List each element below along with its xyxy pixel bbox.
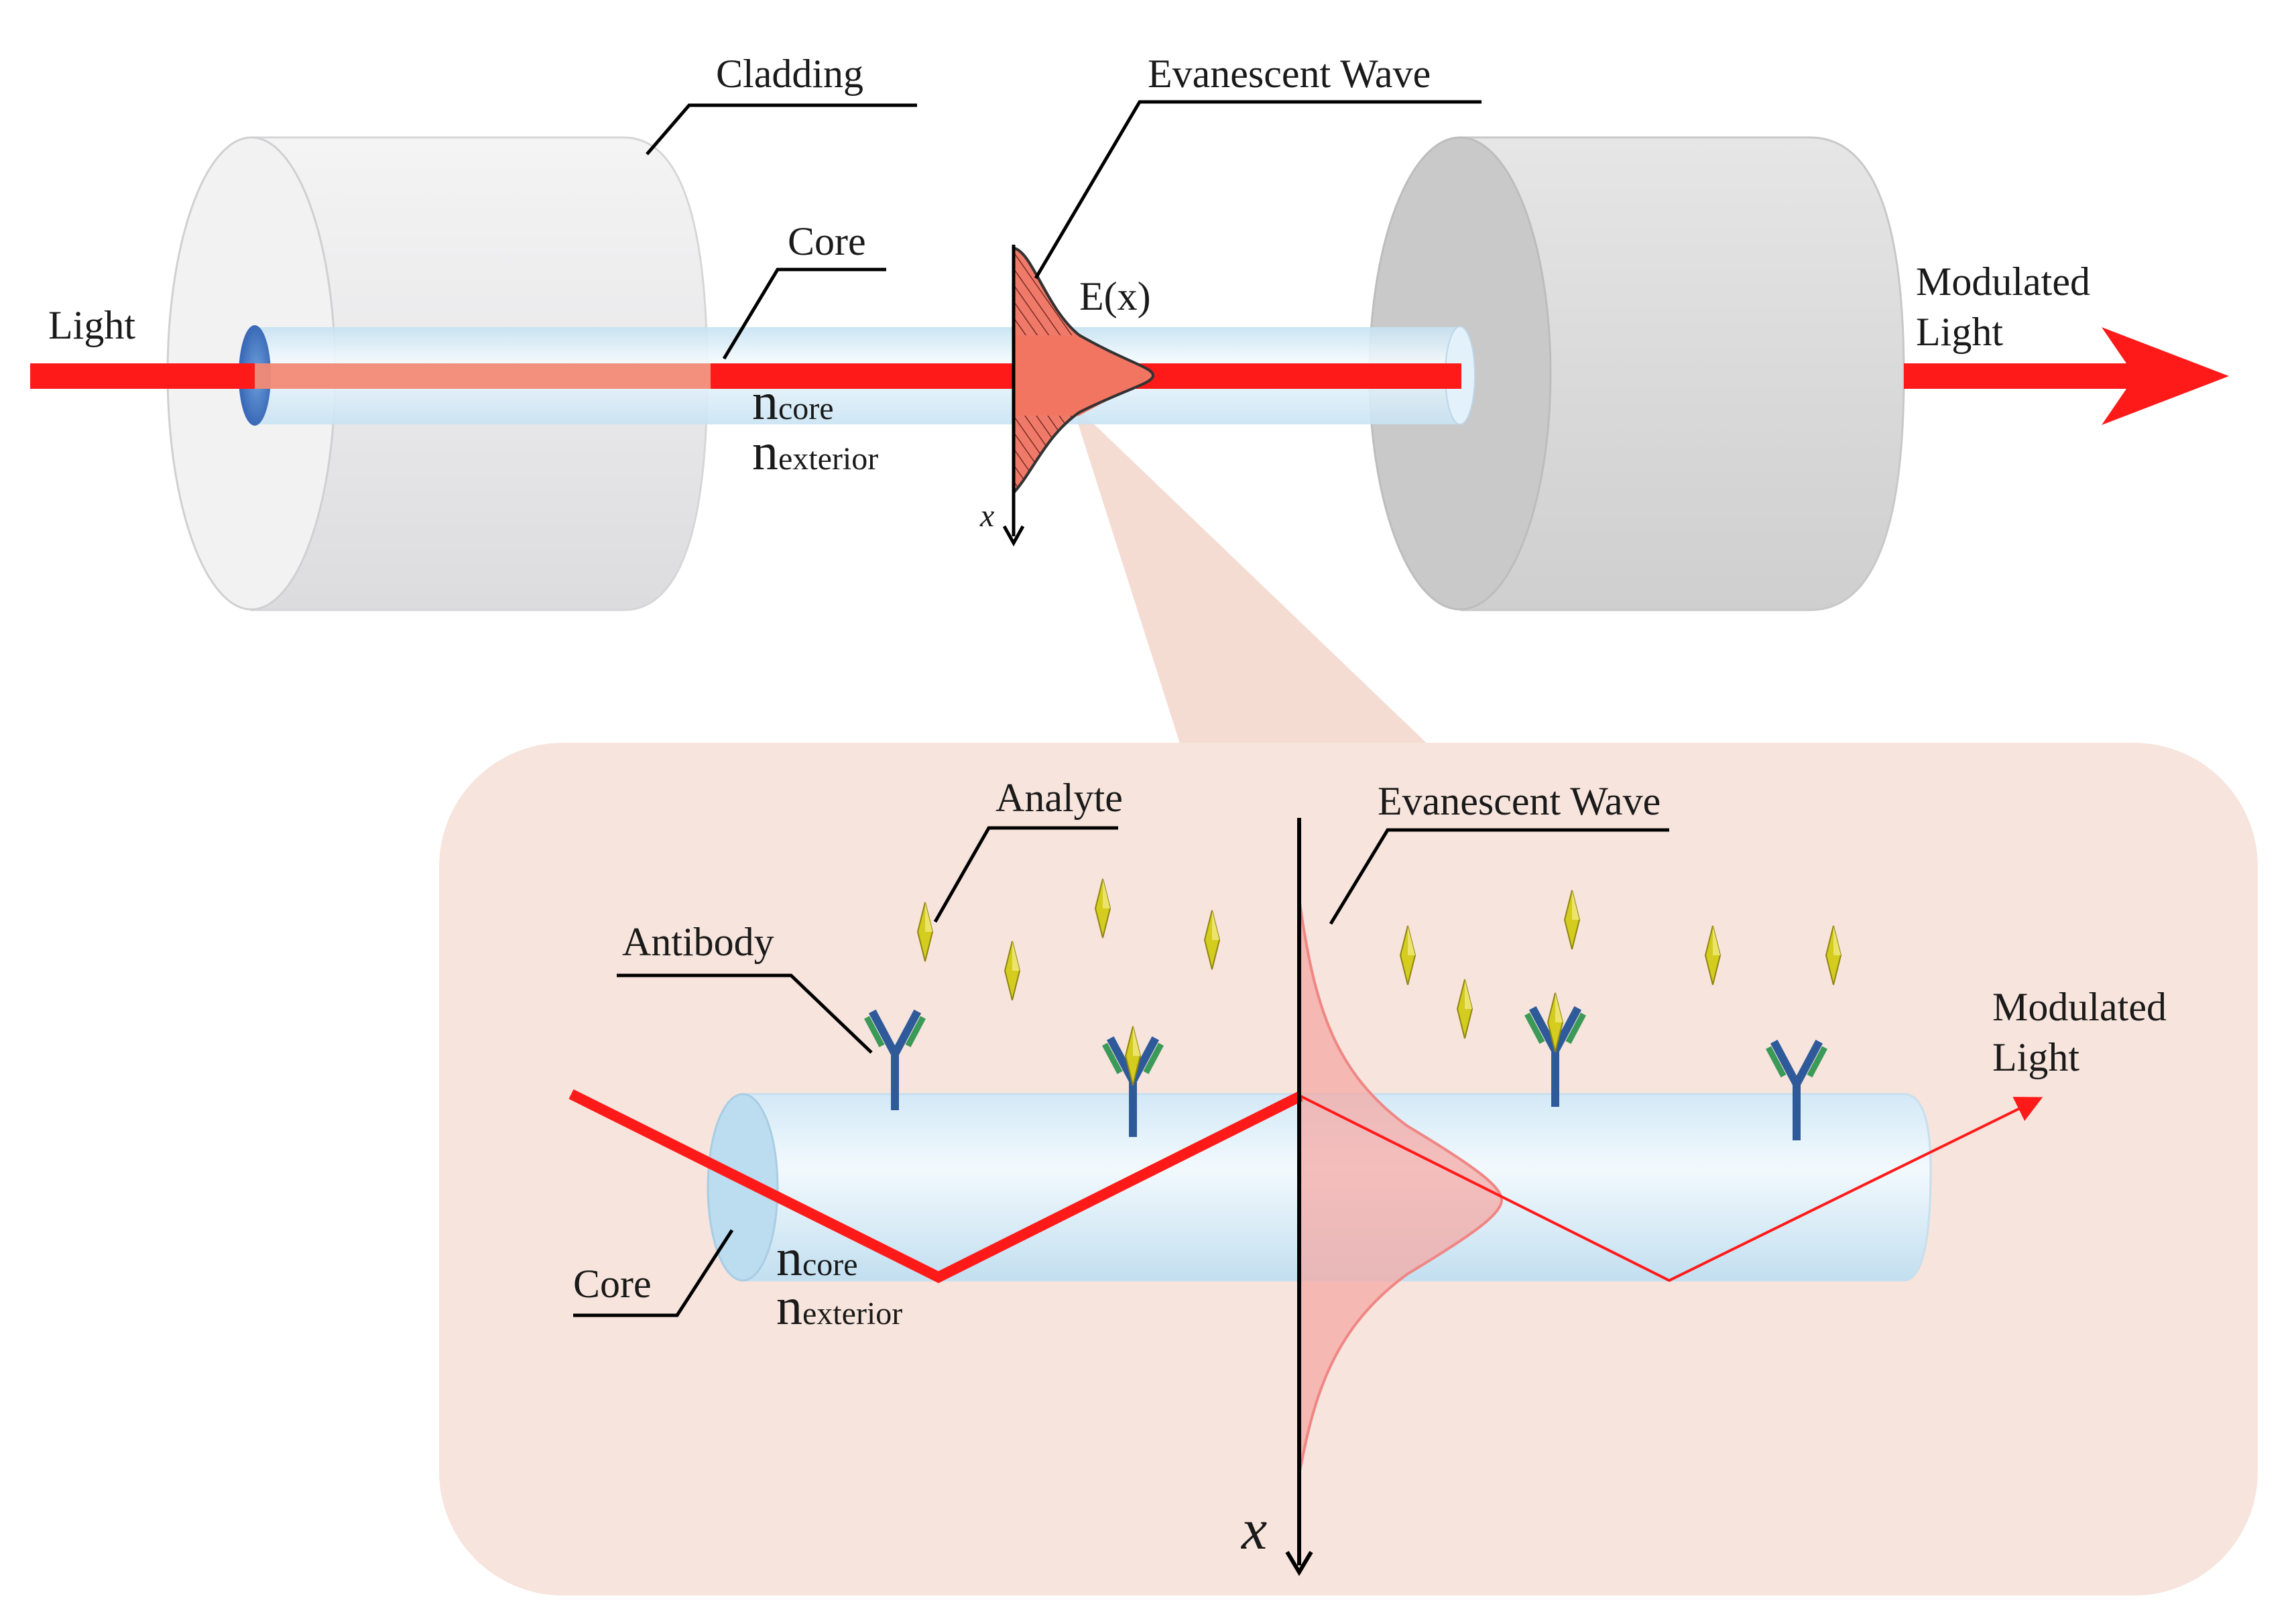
zoom-incident-ray bbox=[568, 1089, 1303, 1283]
zoom-core-leader-line bbox=[573, 1229, 734, 1317]
zoom-light-rays bbox=[568, 1089, 2043, 1283]
zoom-callout-wedge bbox=[1071, 402, 1431, 747]
evanescent-wave-leader-line bbox=[1034, 100, 1482, 280]
top-evanescent-profile bbox=[1002, 245, 1155, 547]
analyte-leader-line bbox=[933, 826, 1118, 923]
evanescent-wave-label: Evanescent Wave bbox=[1148, 52, 1431, 96]
zoom-labels: Analyte Evanescent Wave Antibody Modulat… bbox=[573, 776, 2167, 1561]
modulated-light-arrowhead bbox=[2102, 327, 2229, 425]
cladding-label: Cladding bbox=[716, 52, 863, 96]
analyte-label: Analyte bbox=[995, 776, 1123, 820]
zoom-evanescent-wave-label: Evanescent Wave bbox=[1378, 779, 1660, 823]
modulated-light-label-line1: Modulated bbox=[1916, 259, 2090, 304]
zoom-n-core-label: ncore bbox=[776, 1228, 858, 1287]
zoom-x-axis bbox=[1285, 818, 1313, 1576]
zoom-modulated-light-label-line2: Light bbox=[1992, 1035, 2079, 1079]
cladding-leader-line bbox=[646, 103, 917, 156]
zoom-core-label: Core bbox=[573, 1262, 652, 1306]
antibody-label: Antibody bbox=[622, 920, 774, 964]
core-leader-line bbox=[722, 267, 886, 360]
zoom-modulated-ray bbox=[1300, 1095, 2043, 1282]
top-x-axis-label: x bbox=[979, 498, 994, 534]
modulated-light-label-line2: Light bbox=[1916, 310, 2003, 354]
n-exterior-label: nexterior bbox=[752, 422, 878, 481]
light-label: Light bbox=[48, 303, 135, 347]
zoom-evanescent-profile bbox=[1298, 898, 1504, 1476]
zoom-evanescent-wave-leader-line bbox=[1329, 828, 1669, 925]
zoom-x-axis-label: x bbox=[1240, 1497, 1267, 1561]
core-label: Core bbox=[788, 219, 866, 263]
antibody-leader-line bbox=[617, 973, 873, 1054]
top-light-beam bbox=[30, 327, 2229, 425]
top-labels: Cladding Evanescent Wave Core Light Modu… bbox=[48, 52, 2090, 534]
field-label: E(x) bbox=[1079, 274, 1151, 318]
n-core-label: ncore bbox=[752, 372, 834, 430]
zoom-n-exterior-label: nexterior bbox=[776, 1277, 902, 1335]
zoom-modulated-light-label-line1: Modulated bbox=[1992, 985, 2167, 1029]
